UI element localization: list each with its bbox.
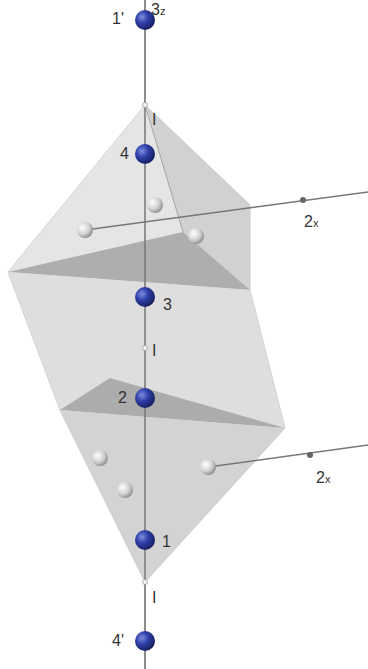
grey-atom: [92, 450, 108, 466]
atom-number: 1': [112, 10, 124, 27]
grey-atom: [200, 459, 216, 475]
polyhedron-face: [8, 272, 285, 428]
atom-number: 4': [112, 632, 124, 649]
axis-label: 3z: [151, 2, 165, 18]
blue-atom: [135, 631, 155, 651]
atom-number-holder: 4': [112, 633, 124, 649]
axis-dot: [300, 197, 306, 203]
polyhedron-face: [60, 410, 285, 582]
inversion-label-holder: I: [152, 112, 156, 128]
threefold-axis: [144, 0, 146, 669]
inversion-label: I: [152, 589, 156, 606]
axis-label: 2x: [304, 214, 318, 230]
inversion-point: [143, 103, 148, 108]
grey-atom: [188, 228, 204, 244]
grey-atom: [147, 197, 163, 213]
atom-number: 1: [162, 533, 171, 550]
inversion-label: I: [152, 111, 156, 128]
blue-atom: [135, 287, 155, 307]
twofold-axis: [85, 192, 368, 230]
polyhedron-edge: [145, 105, 183, 232]
inversion-label: I: [152, 342, 156, 359]
atom-number-holder: 1': [112, 11, 124, 27]
atom-number: 3: [163, 296, 172, 313]
inversion-point: [143, 580, 148, 585]
axis-label-holder: 3z: [151, 2, 165, 18]
inversion-label-holder: I: [152, 343, 156, 359]
axis-label: 2x: [316, 470, 330, 486]
inversion-point: [143, 346, 148, 351]
blue-atom: [135, 144, 155, 164]
inversion-label-holder: I: [152, 590, 156, 606]
polyhedron-outline: [8, 105, 285, 582]
atom-number-holder: 3: [163, 297, 172, 313]
blue-atom: [135, 530, 155, 550]
axis-dot: [307, 452, 313, 458]
atom-number-holder: 1: [162, 534, 171, 550]
grey-atom: [117, 482, 133, 498]
blue-atom: [135, 388, 155, 408]
atom-number-holder: 4: [120, 146, 129, 162]
atom-number: 4: [120, 145, 129, 162]
atom-number: 2: [118, 389, 127, 406]
threefold-axis: [144, 105, 146, 582]
grey-atom: [77, 222, 93, 238]
atom-number-holder: 2: [118, 390, 127, 406]
axis-label-holder: 2x: [316, 470, 330, 486]
axis-label-holder: 2x: [304, 214, 318, 230]
twofold-axis: [208, 445, 368, 467]
